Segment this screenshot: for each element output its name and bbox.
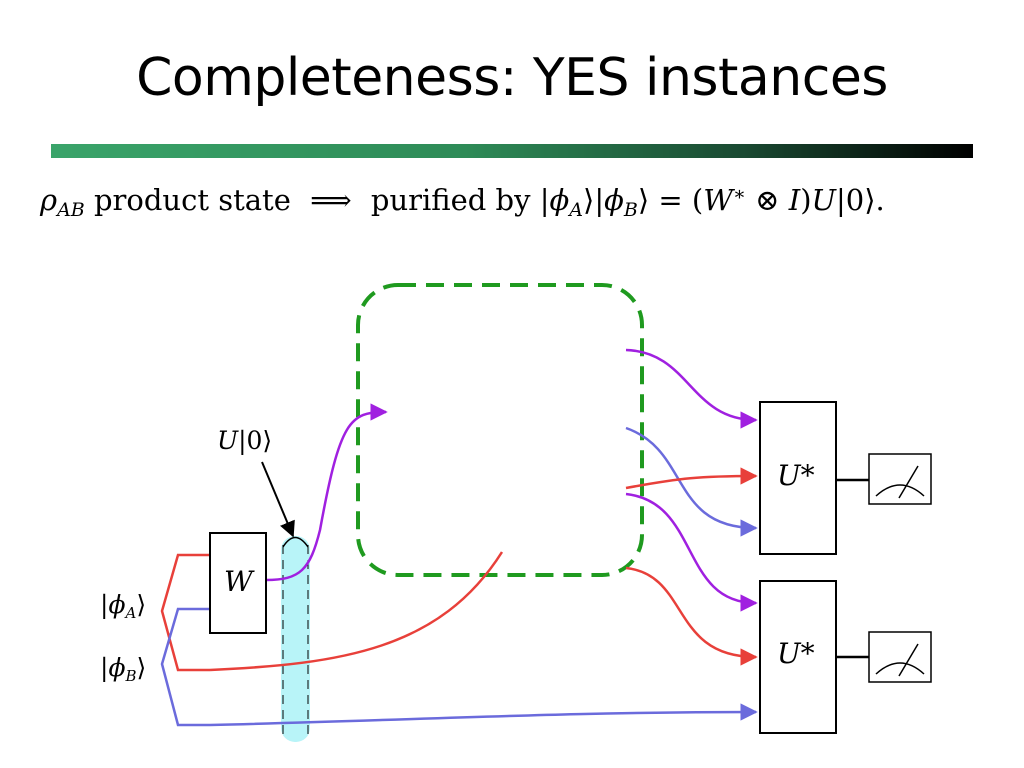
formula-phi-a-sub: A	[569, 199, 584, 221]
formula-I: I	[788, 183, 801, 217]
u0-pointer-arrow	[261, 461, 295, 538]
formula-W-sup: ∗	[733, 183, 746, 205]
title-rule	[51, 144, 973, 158]
purple-wire-out-2	[625, 492, 758, 612]
formula-implies: ⟹	[310, 183, 352, 217]
gate-u2-box	[759, 580, 837, 734]
measurement-meter-icon	[868, 631, 932, 683]
formula-ket-zero: |0⟩.	[835, 183, 885, 217]
formula-phi-b: ϕ	[604, 183, 624, 217]
formula-rho: ρ	[40, 183, 58, 217]
slide-title: Completeness: YES instances	[136, 48, 888, 108]
blue-wire-out	[625, 426, 758, 537]
formula-phi-b-sub: B	[623, 199, 638, 221]
red-wire-out-1	[625, 467, 758, 490]
formula-ket-mid: ⟩|	[583, 183, 605, 217]
formula-phi-a: ϕ	[549, 183, 570, 217]
red-wire-a-long	[209, 551, 504, 672]
gate-u1-label: U*	[777, 459, 815, 492]
formula-equals: ⟩ = (	[637, 183, 704, 217]
red-wire-out-2	[625, 566, 758, 666]
formula-rho-sub: AB	[57, 199, 85, 221]
purple-wire-out-1	[625, 348, 758, 429]
measurement-meter-icon	[868, 453, 932, 505]
red-wire-a	[160, 553, 210, 672]
gate-w-box	[209, 532, 267, 634]
blue-wire-b	[160, 607, 210, 727]
purple-wire-in	[265, 403, 388, 582]
dashed-box	[356, 283, 644, 577]
gate-u1-box	[759, 401, 837, 555]
formula-purified-by: purified by	[370, 183, 531, 217]
u0-label: U|0⟩	[217, 426, 273, 455]
formula-paren-close: )	[800, 183, 812, 217]
formula-tensor: ⊗	[745, 183, 789, 217]
u0-highlight-bar	[281, 536, 310, 742]
blue-wire-b-long	[209, 703, 758, 727]
formula-W: W	[703, 183, 734, 217]
purification-formula: ρAB product state ⟹ purified by |ϕA⟩|ϕB⟩…	[40, 183, 1020, 221]
phi-a-label: |ϕA⟩	[100, 590, 147, 622]
formula-ket-open: |	[539, 183, 550, 217]
formula-product-state: product state	[93, 183, 291, 217]
gate-w-label: W	[224, 565, 253, 598]
u0-cap	[282, 536, 309, 548]
phi-b-label: |ϕB⟩	[100, 653, 147, 685]
gate-u2-label: U*	[777, 637, 815, 670]
formula-U: U	[811, 183, 836, 217]
